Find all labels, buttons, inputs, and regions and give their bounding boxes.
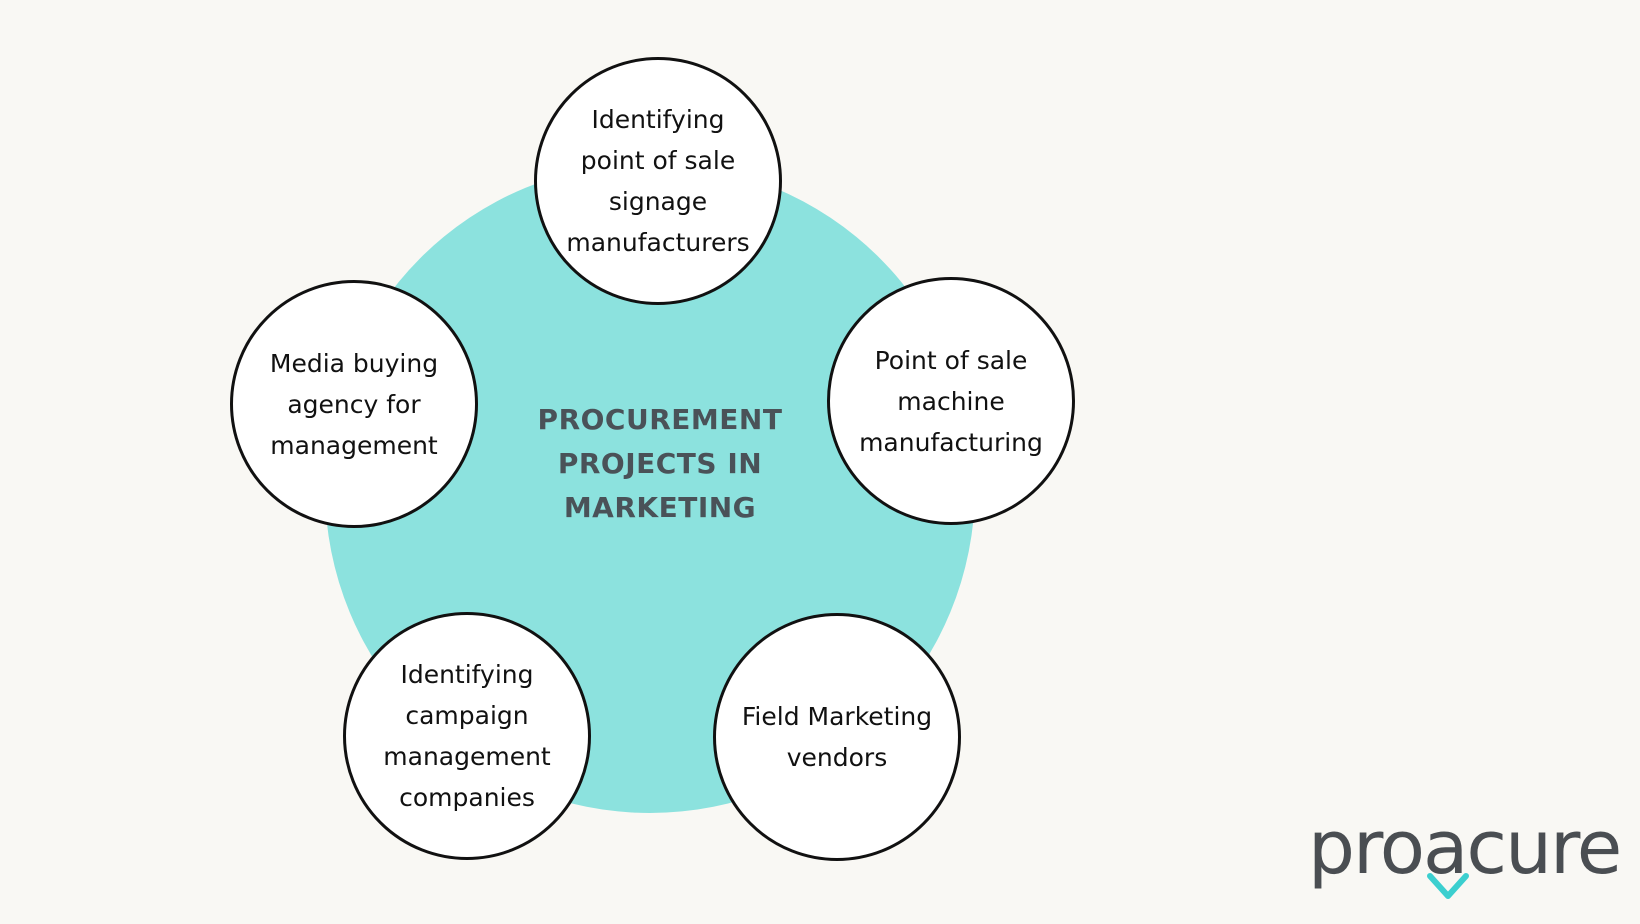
center-title: PROCUREMENT PROJECTS IN MARKETING	[537, 403, 783, 524]
node-label: Field Marketing vendors	[741, 702, 933, 772]
node-label: Point of sale machine manufacturing	[859, 345, 1043, 457]
node-media-buying-agency: Media buying agency for management	[230, 280, 478, 528]
node-label: Identifying point of sale signage manufa…	[566, 105, 750, 257]
node-field-marketing-vendors: Field Marketing vendors	[713, 613, 961, 861]
node-label: Media buying agency for management	[269, 348, 439, 460]
node-campaign-management-companies: Identifying campaign management companie…	[343, 612, 591, 860]
node-pos-machine-manufacturing: Point of sale machine manufacturing	[827, 277, 1075, 525]
node-pos-signage-manufacturers: Identifying point of sale signage manufa…	[534, 57, 782, 305]
proacure-logo: proacure	[1308, 808, 1622, 908]
checkmark-chevron-icon	[1427, 873, 1469, 899]
node-label: Identifying campaign management companie…	[383, 660, 551, 812]
